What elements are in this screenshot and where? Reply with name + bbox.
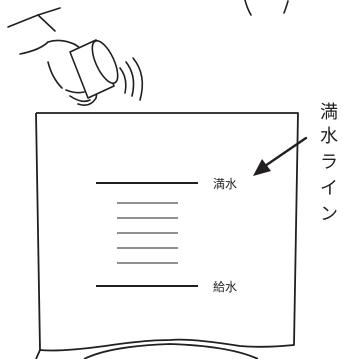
graduation-marks <box>117 202 178 264</box>
tank-bottom-curve <box>83 343 259 359</box>
sound-waves-icon <box>119 57 144 101</box>
callout-char: イ <box>320 178 338 199</box>
callout-char: ン <box>320 204 338 225</box>
callout-arrow <box>253 136 308 176</box>
top-fragment-marks <box>244 0 289 16</box>
cup-icon <box>69 39 119 99</box>
callout-label: 満 水 ラ イ ン <box>320 102 338 225</box>
tank-outline <box>35 112 299 359</box>
tank-left-wall <box>35 112 41 351</box>
callout-char: 満 <box>320 102 338 123</box>
supply-water-label: 給水 <box>213 280 237 294</box>
full-water-label: 満水 <box>213 177 237 191</box>
callout-char: 水 <box>320 126 338 147</box>
callout-char: ラ <box>320 152 338 173</box>
